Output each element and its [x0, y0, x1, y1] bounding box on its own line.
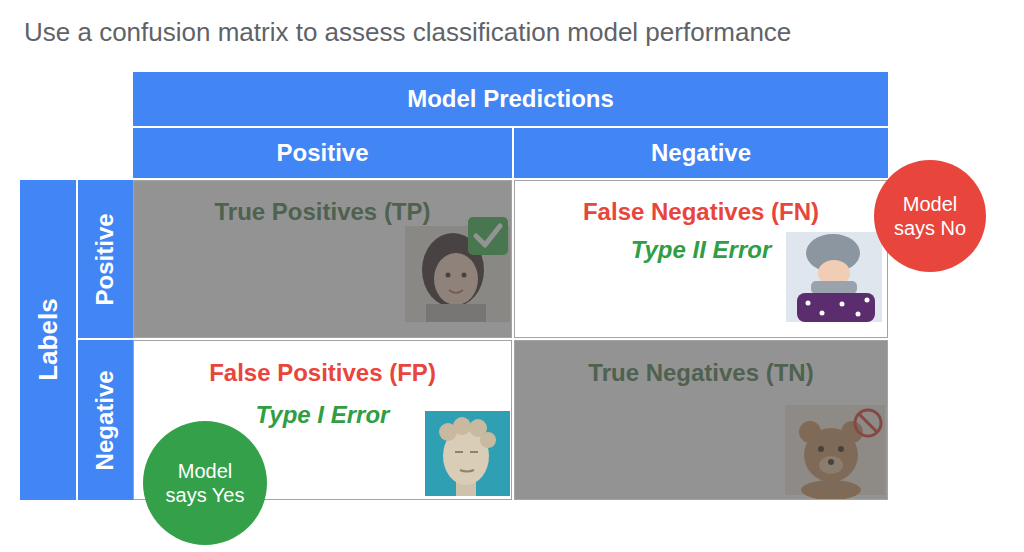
error-type-label: Type I Error [256, 401, 390, 430]
statue-photo [425, 411, 510, 496]
matrix-cell: True Negatives (TN) [514, 340, 888, 500]
axis-band: Labels [20, 180, 76, 500]
outcome-label: False Negatives (FN) [583, 198, 819, 227]
winter-child-photo [786, 232, 882, 322]
header-text: Model Predictions [407, 85, 614, 114]
outcome-label: False Positives (FP) [209, 359, 436, 388]
column-header: Positive [133, 128, 512, 178]
circle-shape [142, 420, 268, 546]
column-header: Negative [514, 128, 888, 178]
circle-shape [873, 159, 987, 273]
axis-text: Positive [91, 213, 120, 305]
outcome-label: True Positives (TP) [214, 198, 430, 227]
header-band: Model Predictions [133, 72, 888, 126]
row-header: Positive [78, 180, 133, 338]
callout-text: Model says Yes [161, 459, 249, 507]
header-text: Negative [651, 139, 751, 168]
callout-text: Model says No [890, 192, 970, 240]
error-type-label: Type II Error [631, 236, 771, 265]
circle-fill [874, 160, 986, 272]
callout-circle: Model says No [873, 159, 987, 273]
slide-title: Use a confusion matrix to assess classif… [24, 17, 791, 48]
callout-circle: Model says Yes [142, 420, 268, 546]
axis-text: Negative [91, 370, 120, 470]
row-header: Negative [78, 340, 133, 500]
matrix-cell: True Positives (TP) [133, 180, 512, 338]
header-text: Positive [276, 139, 368, 168]
axis-text: Labels [32, 299, 63, 381]
outcome-label: True Negatives (TN) [588, 359, 813, 388]
matrix-cell: False Negatives (FN) Type II Error [514, 180, 888, 338]
circle-fill [143, 421, 267, 545]
